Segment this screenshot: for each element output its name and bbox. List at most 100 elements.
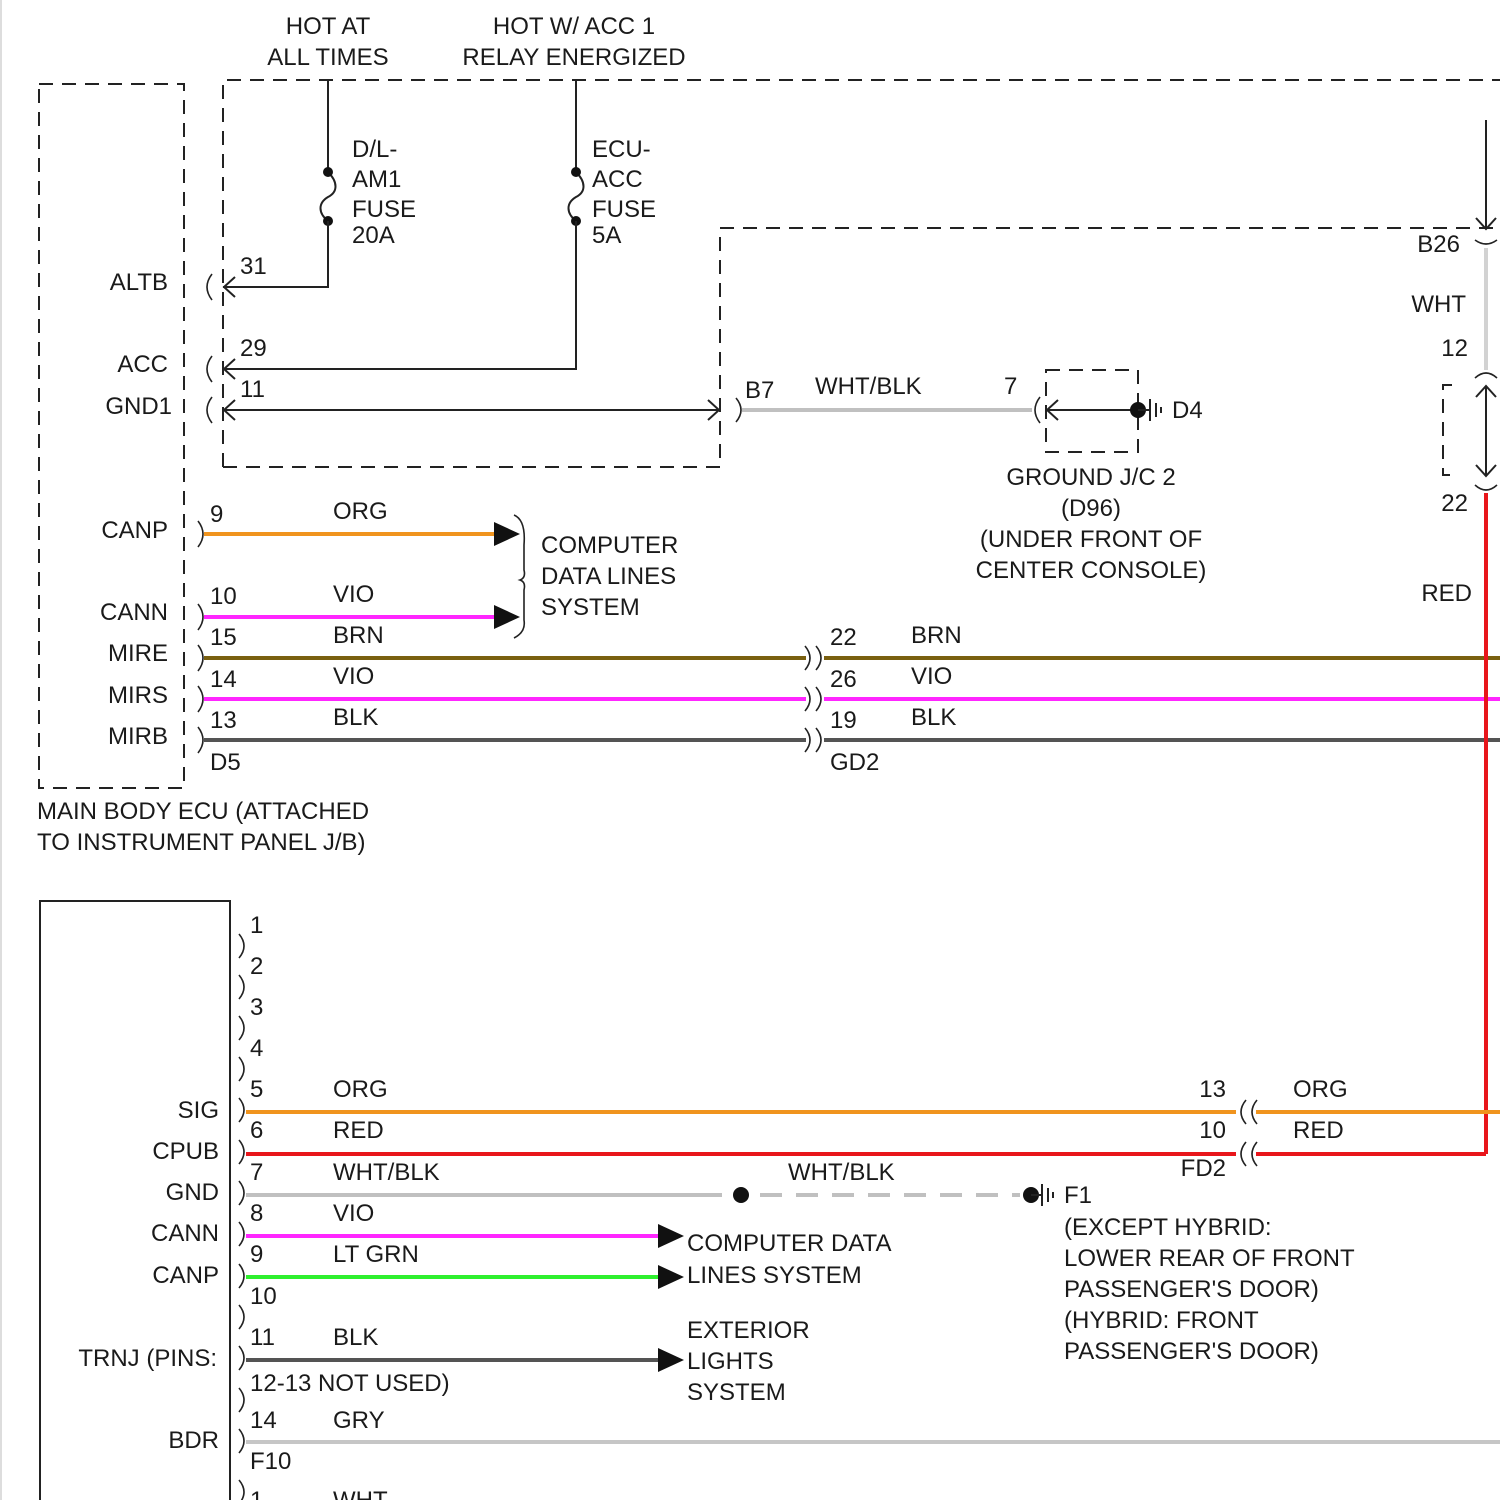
canp-lower-arrow bbox=[658, 1265, 684, 1289]
lower-pin-7-number: 7 bbox=[250, 1159, 263, 1186]
dl-am1-fuse-label-4: 20A bbox=[352, 222, 395, 249]
computer-data-lines-top-1: COMPUTER bbox=[541, 532, 678, 559]
right-pin-bottom-connector bbox=[1475, 485, 1497, 490]
ecu-acc-fuse-label-4: 5A bbox=[592, 222, 621, 249]
b7-connector bbox=[736, 398, 741, 422]
lower-pin-4-number: 4 bbox=[250, 1035, 263, 1062]
header-hot-w-acc-1: HOT W/ ACC 1 bbox=[493, 13, 655, 40]
ecu-acc-fuse-label-1: ECU- bbox=[592, 136, 651, 163]
trnj-wire-label: BLK bbox=[333, 1324, 378, 1351]
gnd-splice-dot bbox=[733, 1187, 749, 1203]
header-hot-at-all-times-2: ALL TIMES bbox=[267, 44, 388, 71]
right-red-wire-label: RED bbox=[1421, 580, 1472, 607]
ecu-pin-acc-number: 29 bbox=[240, 335, 267, 362]
b26-wire-label: WHT bbox=[1411, 291, 1466, 318]
ground-jc2-pin-connector bbox=[1035, 397, 1040, 423]
gd2-pin-26-number: 26 bbox=[830, 666, 857, 693]
lower-pin-12-13-note: 12-13 NOT USED) bbox=[250, 1370, 450, 1397]
b7-connector-id: B7 bbox=[745, 377, 774, 404]
fd2-pin-10-number: 10 bbox=[1199, 1117, 1226, 1144]
lower-pin-connector-7 bbox=[239, 1181, 244, 1205]
lower-pin-next-number: 1 bbox=[250, 1487, 263, 1500]
gd2-pin-26-wire: VIO bbox=[911, 663, 952, 690]
lower-pin-connector-6 bbox=[239, 1140, 244, 1164]
ecu-pin-altb-connector bbox=[207, 274, 212, 300]
ecu-acc-fuse-label-2: ACC bbox=[592, 166, 643, 193]
ecu-caption-2: TO INSTRUMENT PANEL J/B) bbox=[37, 829, 366, 856]
canp-wire-label: ORG bbox=[333, 498, 388, 525]
lower-pin-bdr-name: BDR bbox=[168, 1427, 219, 1454]
ecu-pin-cann-number: 10 bbox=[210, 583, 237, 610]
ecu-pin-mirs-number: 14 bbox=[210, 666, 237, 693]
lower-pin-connector-4 bbox=[239, 1057, 244, 1081]
gnd-branch-caption-2: LOWER REAR OF FRONT bbox=[1064, 1245, 1355, 1272]
lower-pin-connector-2 bbox=[239, 975, 244, 999]
dl-am1-fuse-symbol bbox=[321, 172, 336, 221]
lower-pin-6-number: 6 bbox=[250, 1117, 263, 1144]
ecu-pin-cann-connector bbox=[198, 604, 203, 630]
fd2-pin-10-wire: RED bbox=[1293, 1117, 1344, 1144]
ground-d4-icon bbox=[1138, 399, 1161, 421]
b26-connector bbox=[1475, 240, 1497, 244]
lower-pin-connector-8 bbox=[239, 1222, 244, 1246]
lower-pin-2-number: 2 bbox=[250, 953, 263, 980]
ecu-pin-gnd1-connector bbox=[207, 397, 212, 423]
sig-wire-label: ORG bbox=[333, 1076, 388, 1103]
ecu-pin-mire-name: MIRE bbox=[108, 640, 168, 667]
ecu-acc-fuse-symbol bbox=[569, 172, 584, 221]
ground-jc2-caption-4: CENTER CONSOLE) bbox=[976, 557, 1207, 584]
fd2-pin-13-number: 13 bbox=[1199, 1076, 1226, 1103]
lower-pin-trnj-name: TRNJ (PINS: bbox=[78, 1345, 217, 1372]
ecu-pin-altb-name: ALTB bbox=[110, 269, 168, 296]
ecu-pin-mirb-connector bbox=[198, 727, 203, 753]
gnd-branch-wire-label: WHT/BLK bbox=[788, 1159, 895, 1186]
header-hot-w-acc-2: RELAY ENERGIZED bbox=[462, 44, 685, 71]
lower-connector-id: F10 bbox=[250, 1448, 291, 1475]
ecu-pin-mire-number: 15 bbox=[210, 624, 237, 651]
lower-pin-connector-3 bbox=[239, 1016, 244, 1040]
ecu-caption-1: MAIN BODY ECU (ATTACHED bbox=[37, 798, 369, 825]
ecu-pin-gnd1-name: GND1 bbox=[105, 393, 172, 420]
lower-pin-10-number: 10 bbox=[250, 1283, 277, 1310]
gd2-pin-22-wire: BRN bbox=[911, 622, 962, 649]
ecu-pin-mire-connector bbox=[198, 645, 203, 671]
dl-am1-fuse-dot-top bbox=[323, 167, 333, 177]
ecu-pin-altb-number: 31 bbox=[240, 253, 267, 280]
gnd-wire-label: WHT/BLK bbox=[333, 1159, 440, 1186]
ecu-pin-canp-number: 9 bbox=[210, 501, 223, 528]
ground-d4-label: D4 bbox=[1172, 397, 1203, 424]
cann-arrow bbox=[494, 605, 520, 629]
lower-pin-11-number: 11 bbox=[250, 1324, 275, 1351]
right-connector-box bbox=[1443, 385, 1452, 475]
exterior-lights-2: LIGHTS bbox=[687, 1348, 774, 1375]
lower-pin-1-number: 1 bbox=[250, 912, 263, 939]
cann-lower-arrow bbox=[658, 1224, 684, 1248]
lower-pin-connector-14 bbox=[239, 1480, 244, 1500]
fd2-pin-13-wire: ORG bbox=[1293, 1076, 1348, 1103]
lower-pin-connector-13 bbox=[239, 1429, 244, 1453]
ecu-pin-mirs-connector bbox=[198, 686, 203, 712]
gd2-pin-19-number: 19 bbox=[830, 707, 857, 734]
exterior-lights-3: SYSTEM bbox=[687, 1379, 786, 1406]
lower-pin-connector-10 bbox=[239, 1305, 244, 1329]
ecu-pin-mirs-name: MIRS bbox=[108, 682, 168, 709]
lower-pin-cpub-name: CPUB bbox=[152, 1138, 219, 1165]
mirs-wire-label: VIO bbox=[333, 663, 374, 690]
ecu-pin-mirb-name: MIRB bbox=[108, 723, 168, 750]
lower-pin-gnd-name: GND bbox=[166, 1179, 219, 1206]
next-wire-label: WHT bbox=[333, 1487, 388, 1500]
gnd-branch-caption-5: PASSENGER'S DOOR) bbox=[1064, 1338, 1319, 1365]
lower-pin-8-number: 8 bbox=[250, 1200, 263, 1227]
ecu-pin-gnd1-number: 11 bbox=[240, 376, 265, 403]
ecu-pin-cann-name: CANN bbox=[100, 599, 168, 626]
computer-data-lines-top-2: DATA LINES bbox=[541, 563, 676, 590]
ecu-acc-to-acc-wire bbox=[223, 221, 576, 369]
ecu-pin-acc-connector bbox=[207, 356, 212, 382]
ecu-acc-fuse-label-3: FUSE bbox=[592, 196, 656, 223]
ground-jc2-pin: 7 bbox=[1004, 373, 1017, 400]
ecu-acc-fuse-dot-top bbox=[571, 167, 581, 177]
ground-jc2-caption-2: (D96) bbox=[1061, 495, 1121, 522]
fd2-connector-id: FD2 bbox=[1181, 1155, 1226, 1182]
dl-am1-fuse-label-1: D/L- bbox=[352, 136, 397, 163]
